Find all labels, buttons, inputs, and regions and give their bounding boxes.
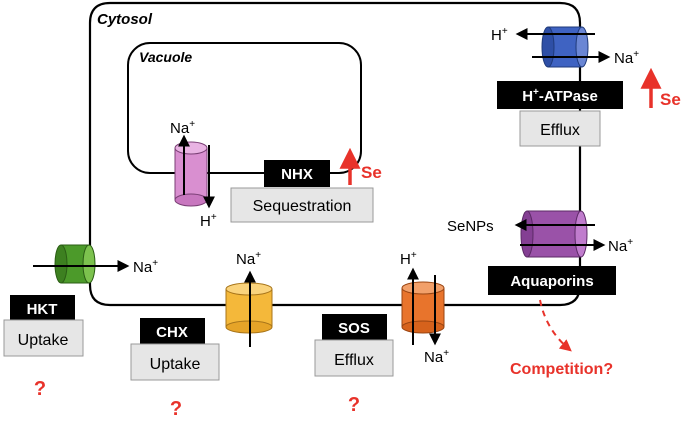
hkt-role: Uptake [18,332,69,349]
hkt-name-box [10,295,75,321]
nhx-na-label: Na+ [170,119,195,137]
cytosol-membrane [88,1,582,307]
chx-question-mark: ? [170,398,182,420]
sos-role-box [314,339,394,377]
aquaporin-channel [520,210,588,258]
hkt-role-box [3,319,84,357]
hatpase-h-label: H+ [491,26,508,44]
sos-channel [401,281,445,334]
nhx-name: NHX [281,166,313,183]
cytosol-label: Cytosol [97,11,153,28]
hkt-channel [54,244,96,284]
aquaporins-name: Aquaporins [510,273,593,290]
hatpase-na-label: Na+ [614,49,639,67]
hatpase-role: Efflux [540,122,580,139]
sos-question-mark: ? [348,394,360,416]
hkt-question-mark: ? [34,378,46,400]
hkt-name: HKT [27,301,58,318]
nhx-se-label: Se [361,163,382,182]
aquaporin-na-label: Na+ [608,237,633,255]
competition-dashed-arrow [539,299,572,352]
sos-h-label: H+ [400,250,417,268]
hatpase-name: H+-ATPase [522,87,598,105]
chx-role-box [130,343,220,381]
vacuole-label: Vacuole [139,49,192,65]
chx-name: CHX [156,324,188,341]
sos-name: SOS [338,320,370,337]
nhx-name-box [264,160,330,187]
nhx-role-box [230,187,374,223]
nhx-channel [174,141,208,207]
nhx-h-label: H+ [200,212,217,230]
vacuole-membrane [127,42,362,174]
hatpase-role-box [519,110,601,147]
sos-na-label: Na+ [424,348,449,366]
competition-label: Competition? [510,361,613,378]
nhx-role: Sequestration [253,198,352,215]
sos-role: Efflux [334,352,374,369]
chx-role: Uptake [150,356,201,373]
aquaporin-senps-label: SeNPs [447,218,494,235]
hatpase-se-label: Se [660,90,681,109]
chx-na-label: Na+ [236,250,261,268]
aquaporins-name-box [488,266,616,295]
hkt-na-label: Na+ [133,258,158,276]
chx-name-box [140,318,205,345]
hatpase-name-box [497,81,623,109]
sos-name-box [322,314,387,341]
